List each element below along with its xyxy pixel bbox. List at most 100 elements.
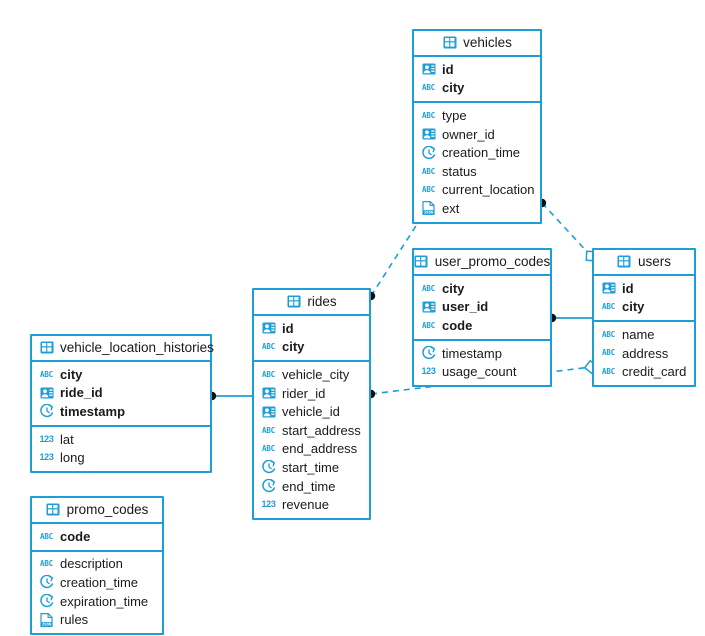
field-label: vehicle_id	[282, 404, 340, 420]
table-header-users[interactable]: users	[594, 250, 694, 276]
table-header-rides[interactable]: rides	[254, 290, 369, 316]
table-name: promo_codes	[66, 502, 149, 517]
key-id-icon	[601, 281, 616, 296]
field-label: expiration_time	[60, 593, 149, 609]
abc-icon: ABC	[602, 302, 615, 312]
number-icon: 123	[39, 452, 54, 463]
number-icon: 123	[39, 433, 54, 444]
field-label: rider_id	[282, 385, 326, 401]
field-label: end_time	[282, 478, 336, 494]
abc-icon: ABC	[422, 320, 435, 330]
field-label: id	[282, 320, 294, 336]
table-header-vehicle_location_histories[interactable]: vehicle_location_histories	[32, 336, 214, 362]
field-row[interactable]: end_time	[261, 477, 362, 496]
table-header-vehicles[interactable]: vehicles	[414, 31, 540, 57]
field-label: ride_id	[60, 385, 103, 401]
field-label: owner_id	[442, 126, 495, 142]
key-id-icon	[39, 385, 54, 400]
svg-text:JSON: JSON	[424, 210, 434, 215]
field-row[interactable]: timestamp	[39, 402, 203, 421]
relationship-rel-vlh-rides[interactable]	[207, 391, 252, 401]
field-row[interactable]: 123 lat	[39, 430, 203, 449]
field-row[interactable]: ride_id	[39, 384, 203, 403]
field-row[interactable]: rider_id	[261, 384, 362, 403]
relationship-rel-upc-users[interactable]	[547, 313, 592, 323]
abc-icon: ABC	[422, 166, 435, 176]
table-name: user_promo_codes	[434, 254, 551, 269]
abc-icon: ABC	[602, 366, 615, 376]
field-label: city	[442, 280, 465, 296]
table-header-user_promo_codes[interactable]: user_promo_codes	[414, 250, 550, 276]
abc-icon: ABC	[262, 425, 275, 435]
table-icon	[286, 294, 301, 309]
field-row[interactable]: JSON ext	[421, 199, 533, 218]
abc-icon: ABC	[262, 444, 275, 454]
clock-icon	[39, 594, 54, 609]
table-icon	[442, 35, 457, 50]
field-label: code	[60, 528, 91, 544]
clock-icon	[39, 575, 54, 590]
field-row[interactable]: ABC name	[601, 325, 687, 344]
field-row[interactable]: id	[421, 60, 533, 79]
field-row[interactable]: id	[601, 279, 687, 298]
field-label: name	[622, 326, 655, 342]
field-label: ext	[442, 200, 460, 216]
clock-icon	[421, 346, 436, 361]
json-icon: JSON	[39, 612, 54, 627]
abc-icon: ABC	[602, 329, 615, 339]
field-label: city	[442, 80, 465, 96]
field-row[interactable]: start_time	[261, 458, 362, 477]
field-row[interactable]: id	[261, 319, 362, 338]
table-icon	[46, 502, 61, 517]
field-row[interactable]: owner_id	[421, 125, 533, 144]
field-row[interactable]: creation_time	[39, 573, 155, 592]
number-icon: 123	[261, 499, 276, 510]
field-label: lat	[60, 431, 74, 447]
field-row[interactable]: user_id	[421, 298, 543, 317]
abc-icon: ABC	[262, 342, 275, 352]
field-row[interactable]: vehicle_id	[261, 402, 362, 421]
field-label: id	[442, 61, 454, 77]
field-row[interactable]: creation_time	[421, 143, 533, 162]
table-icon	[39, 340, 54, 355]
table-name: vehicle_location_histories	[60, 340, 214, 355]
field-row[interactable]: timestamp	[421, 344, 543, 363]
clock-icon	[261, 479, 276, 494]
field-label: creation_time	[442, 145, 521, 161]
clock-icon	[39, 404, 54, 419]
table-header-promo_codes[interactable]: promo_codes	[32, 498, 162, 524]
field-label: timestamp	[442, 345, 502, 361]
field-row[interactable]: expiration_time	[39, 592, 155, 611]
